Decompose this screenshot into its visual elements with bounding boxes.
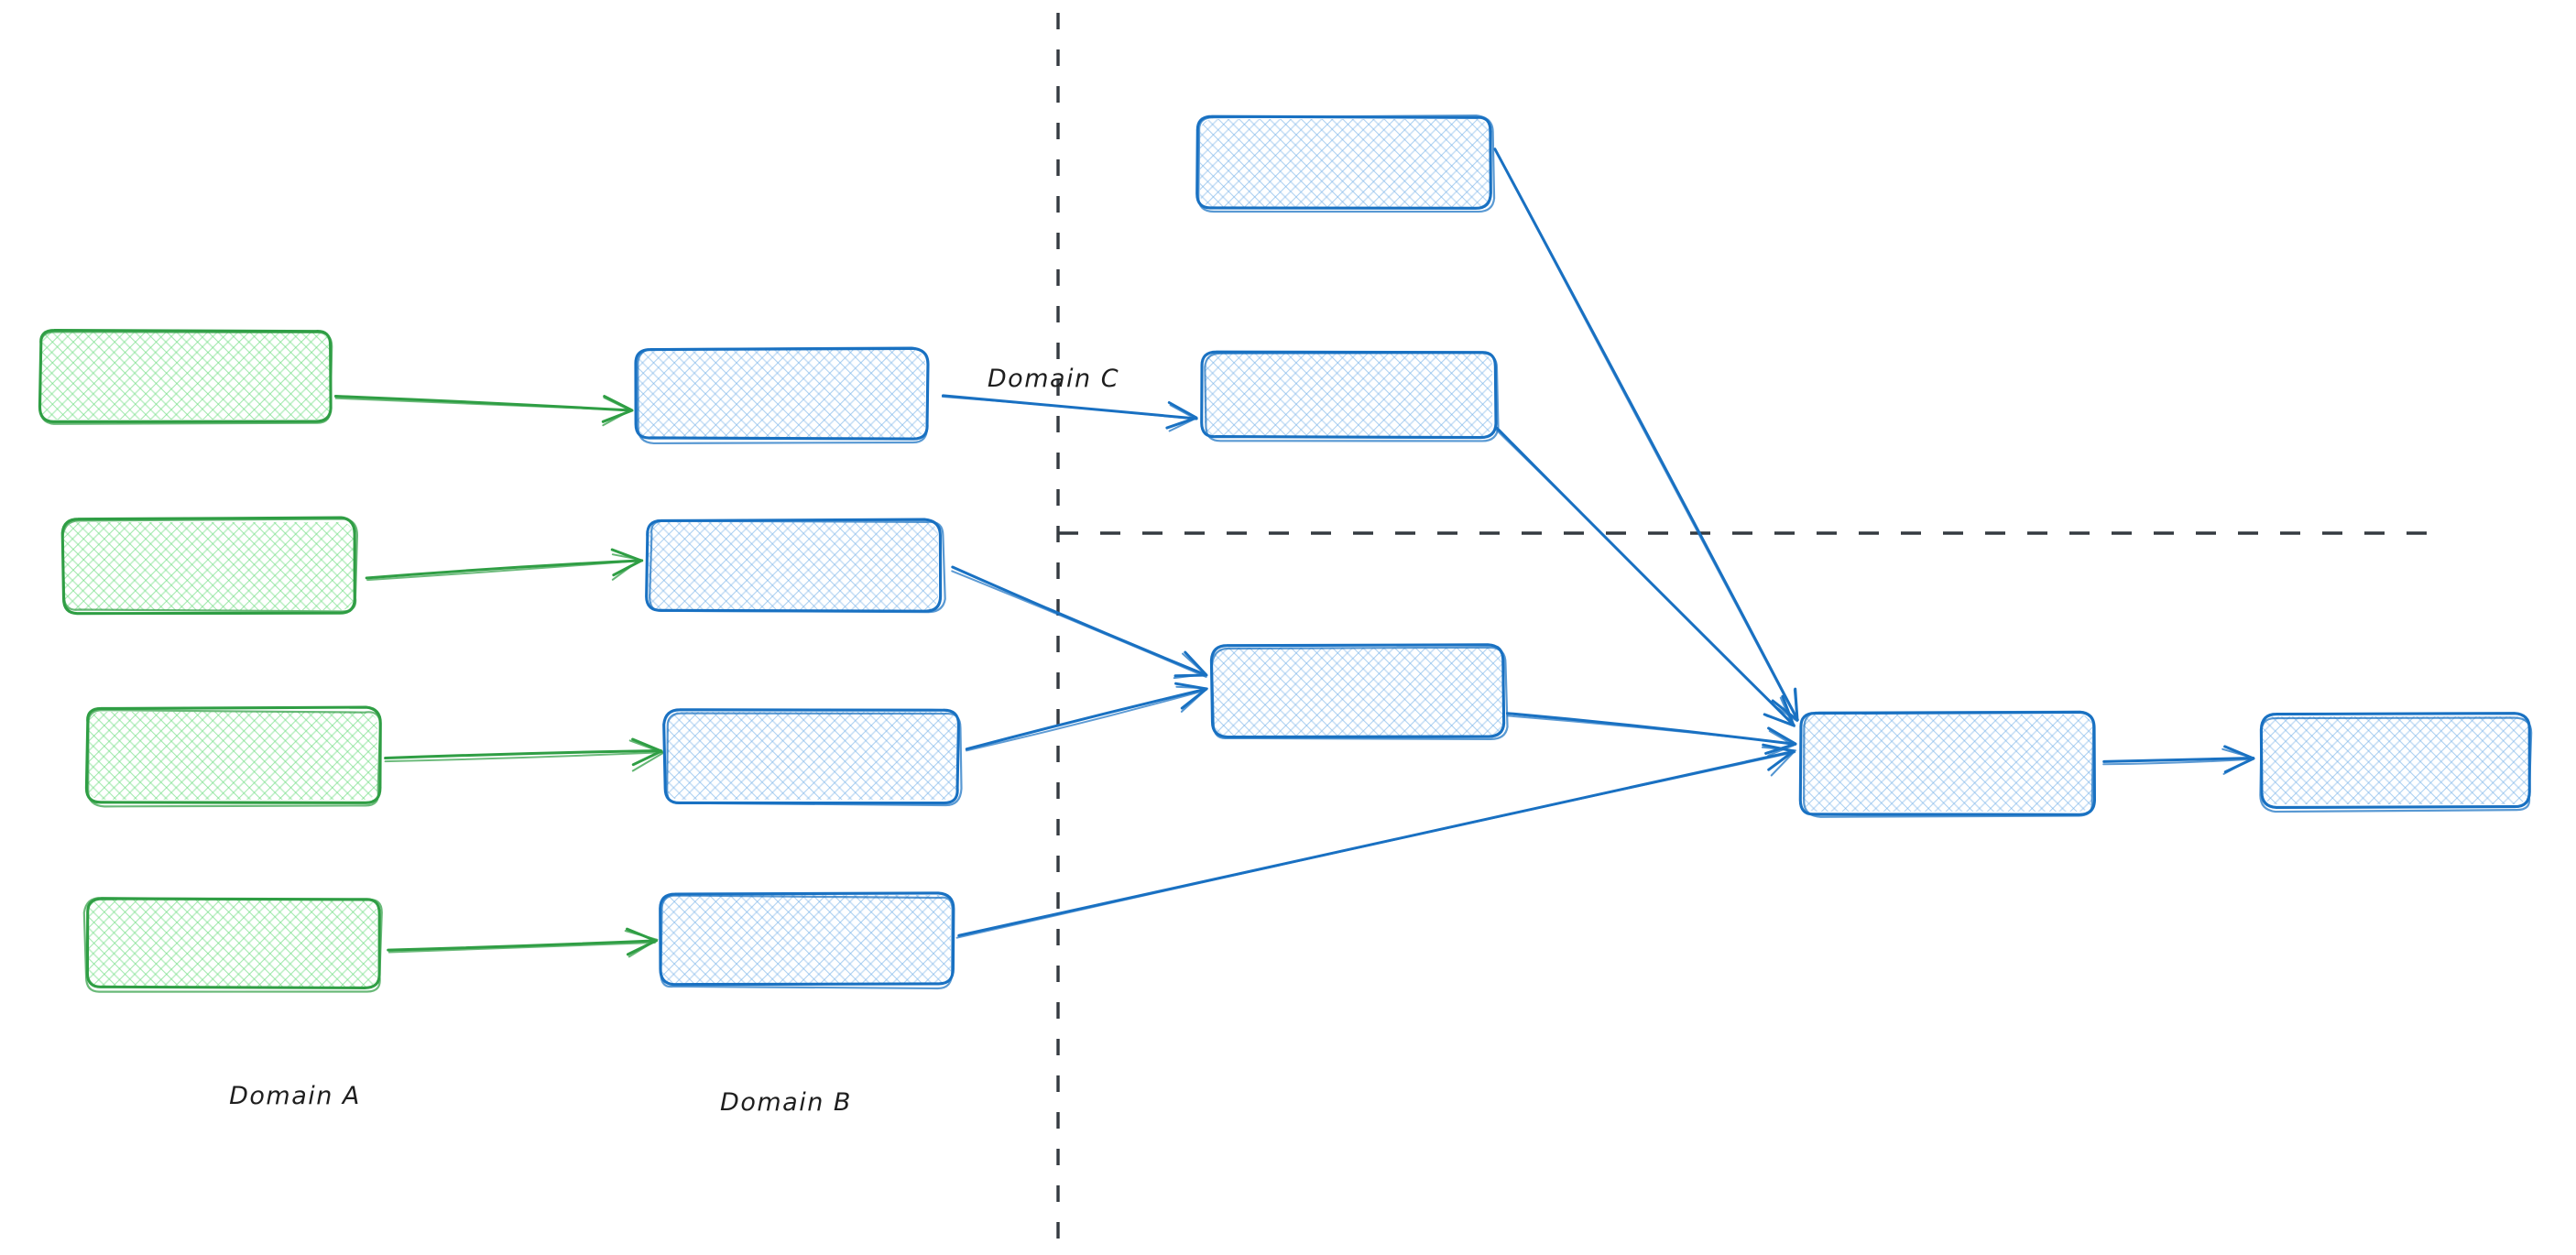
edge-b2-c3[interactable]	[951, 565, 1208, 680]
arrowhead-icon	[1165, 401, 1198, 430]
edge-c1-d1[interactable]	[1493, 147, 1799, 723]
edge-shaft-echo	[941, 396, 1197, 420]
node-outline	[84, 705, 382, 804]
node-fill-hatch-b	[667, 712, 956, 800]
edge-shaft-echo	[951, 570, 1207, 678]
edge-a1-b1[interactable]	[333, 395, 634, 427]
arrowhead-icon	[1173, 650, 1208, 678]
node-outline-echo	[2259, 716, 2533, 813]
edge-shaft-echo	[387, 941, 656, 954]
arrowhead-icon-echo	[602, 397, 632, 427]
arrowhead-icon-echo	[1761, 746, 1796, 777]
edge-shaft-echo	[2102, 758, 2254, 766]
edge-shaft	[384, 748, 662, 760]
node-fill-hatch-b	[1205, 353, 1492, 437]
domain-b-label: Domain B	[720, 1088, 852, 1117]
node-fill-hatch-b	[1200, 119, 1490, 207]
node-layer	[38, 114, 2533, 993]
arrowhead-icon-echo	[1168, 404, 1196, 432]
arrowhead-icon	[1764, 726, 1797, 755]
edge-shaft-echo	[384, 751, 664, 763]
domain-b-node-lower[interactable]	[1209, 643, 1509, 740]
arrowhead-icon-echo	[624, 930, 659, 958]
edge-shaft	[951, 565, 1207, 677]
node-outline-echo	[637, 346, 929, 445]
stage-node-1[interactable]	[634, 346, 930, 445]
node-fill-hatch-b	[88, 712, 377, 800]
node-fill-hatch-b	[40, 332, 330, 420]
arrowhead-icon-echo	[1173, 652, 1206, 680]
node-outline-echo	[1803, 710, 2095, 818]
node-outline-echo	[87, 709, 382, 808]
source-node-3[interactable]	[84, 705, 382, 808]
arrowhead-icon	[631, 737, 663, 767]
node-fill-hatch-b	[1213, 648, 1502, 736]
edge-shaft-echo	[366, 559, 643, 582]
stage-node-3[interactable]	[662, 708, 963, 807]
node-outline-echo	[61, 518, 359, 613]
arrowhead-icon-echo	[1772, 689, 1798, 723]
domain-b-node-top[interactable]	[1195, 114, 1496, 213]
node-fill-hatch-b	[649, 522, 938, 610]
edge-d1-d2[interactable]	[2102, 745, 2255, 775]
edge-shaft-echo	[334, 397, 633, 411]
edge-layer	[333, 147, 2255, 958]
node-outline	[659, 891, 955, 987]
edge-a2-b2[interactable]	[365, 548, 644, 582]
domain-c-label: Domain C	[988, 365, 1119, 393]
edge-a3-b3[interactable]	[384, 737, 664, 772]
arrowhead-icon	[601, 395, 634, 423]
edge-shaft	[365, 559, 644, 580]
node-outline-echo	[666, 712, 963, 807]
edge-a4-b4[interactable]	[387, 927, 659, 958]
edge-shaft-echo	[1495, 429, 1796, 727]
node-fill-hatch-b	[638, 350, 925, 438]
edge-shaft	[2102, 756, 2255, 763]
arrowhead-icon	[610, 548, 643, 577]
edge-b4-d1[interactable]	[955, 743, 1796, 939]
arrowhead-icon-echo	[1767, 730, 1796, 757]
stage-node-2[interactable]	[645, 518, 946, 614]
domain-b-node-middle[interactable]	[1200, 350, 1500, 442]
source-node-4[interactable]	[82, 896, 383, 993]
domain-c-aggregate-node[interactable]	[1798, 710, 2096, 818]
edge-shaft	[957, 749, 1796, 937]
node-outline-echo	[649, 519, 946, 614]
label-layer: Domain A Domain B Domain C	[229, 365, 1119, 1117]
stage-node-4[interactable]	[659, 891, 955, 990]
node-outline-echo	[82, 896, 383, 993]
node-outline-echo	[38, 331, 333, 425]
domain-a-label: Domain A	[229, 1082, 361, 1110]
edge-c3-d1[interactable]	[1505, 712, 1797, 757]
node-outline-echo	[1204, 352, 1500, 442]
edge-shaft-echo	[955, 751, 1796, 939]
edge-shaft-echo	[1494, 148, 1798, 721]
edge-c2-d1[interactable]	[1495, 426, 1796, 727]
edge-shaft-echo	[1506, 715, 1797, 746]
node-outline-echo	[1210, 646, 1509, 740]
arrowhead-icon-echo	[1175, 685, 1208, 713]
node-fill-hatch-b	[2263, 716, 2528, 804]
edge-b3-c3[interactable]	[965, 682, 1208, 752]
node-fill-hatch-b	[64, 522, 354, 610]
node-fill-hatch-b	[661, 895, 951, 983]
arrowhead-icon-echo	[1765, 696, 1794, 726]
source-node-1[interactable]	[38, 329, 333, 425]
edge-shaft	[387, 939, 659, 952]
node-outline	[85, 897, 381, 989]
arrowhead-icon-echo	[2221, 748, 2254, 775]
edge-shaft-echo	[966, 689, 1206, 752]
edge-shaft	[965, 687, 1208, 751]
source-node-2[interactable]	[60, 516, 359, 616]
arrowhead-icon-echo	[611, 553, 641, 581]
edge-b1-c2[interactable]	[941, 394, 1198, 432]
node-fill-hatch-b	[88, 900, 377, 988]
node-outline	[60, 516, 356, 616]
node-outline-echo	[1197, 114, 1496, 213]
node-fill-hatch-b	[1803, 715, 2092, 812]
node-outline	[1195, 115, 1492, 210]
domain-c-output-node[interactable]	[2259, 712, 2533, 813]
node-outline-echo	[660, 894, 954, 990]
